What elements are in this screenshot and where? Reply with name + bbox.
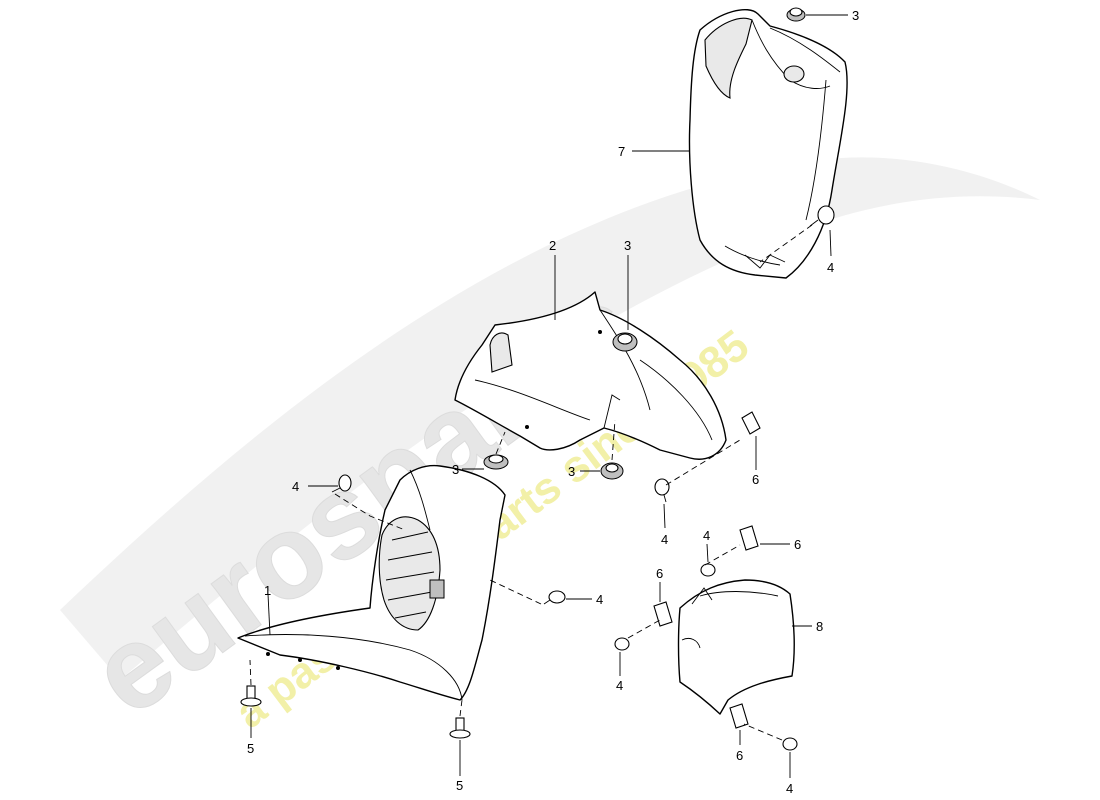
callout-4-clip-top: 4 xyxy=(703,528,710,543)
callout-4-clip-left: 4 xyxy=(616,678,623,693)
callouts: 1 2 3 3 3 3 4 4 4 4 4 4 4 5 5 6 6 6 6 7 … xyxy=(247,8,859,796)
callout-3-top: 3 xyxy=(852,8,859,23)
screw-bottom xyxy=(782,737,798,751)
watermark-swoosh xyxy=(60,157,1040,681)
assembly-lines xyxy=(249,224,813,741)
callout-6-bottom: 6 xyxy=(736,748,743,763)
nut-top xyxy=(786,7,806,22)
callout-4-right-top: 4 xyxy=(827,260,834,275)
screw-clip-left xyxy=(614,637,630,651)
screw-center xyxy=(654,478,670,503)
callout-1: 1 xyxy=(264,583,271,598)
callout-3-low: 3 xyxy=(568,464,575,479)
part-7-upper-liner xyxy=(688,9,848,279)
part-8-lower-liner xyxy=(677,579,795,715)
part-1-front-liner xyxy=(237,464,506,701)
callout-3-left: 3 xyxy=(452,462,459,477)
screw-right xyxy=(543,590,566,605)
callout-3-mid: 3 xyxy=(624,238,631,253)
callout-6-upper: 6 xyxy=(752,472,759,487)
screw-clip-top xyxy=(700,563,716,577)
bolt-bottom xyxy=(449,717,471,739)
nut-mid xyxy=(612,332,638,352)
screw-left xyxy=(331,474,352,493)
callout-2: 2 xyxy=(549,238,556,253)
bolt-left xyxy=(240,685,262,707)
clip-top xyxy=(739,525,759,551)
leader-lines xyxy=(250,14,848,778)
callout-6-top: 6 xyxy=(794,537,801,552)
callout-4-bottom: 4 xyxy=(786,781,793,796)
callout-7: 7 xyxy=(618,144,625,159)
clip-bottom xyxy=(729,703,749,729)
nut-left xyxy=(483,454,509,470)
part-2-middle-liner xyxy=(454,291,727,460)
callout-4-right: 4 xyxy=(596,592,603,607)
callout-5-left: 5 xyxy=(247,741,254,756)
callout-6-mid: 6 xyxy=(656,566,663,581)
callout-4-center: 4 xyxy=(661,532,668,547)
clip-mid xyxy=(653,601,673,627)
callout-5-bottom: 5 xyxy=(456,778,463,793)
clip-upper xyxy=(741,411,761,435)
callout-4-left: 4 xyxy=(292,479,299,494)
callout-8: 8 xyxy=(816,619,823,634)
nut-low xyxy=(600,462,624,480)
